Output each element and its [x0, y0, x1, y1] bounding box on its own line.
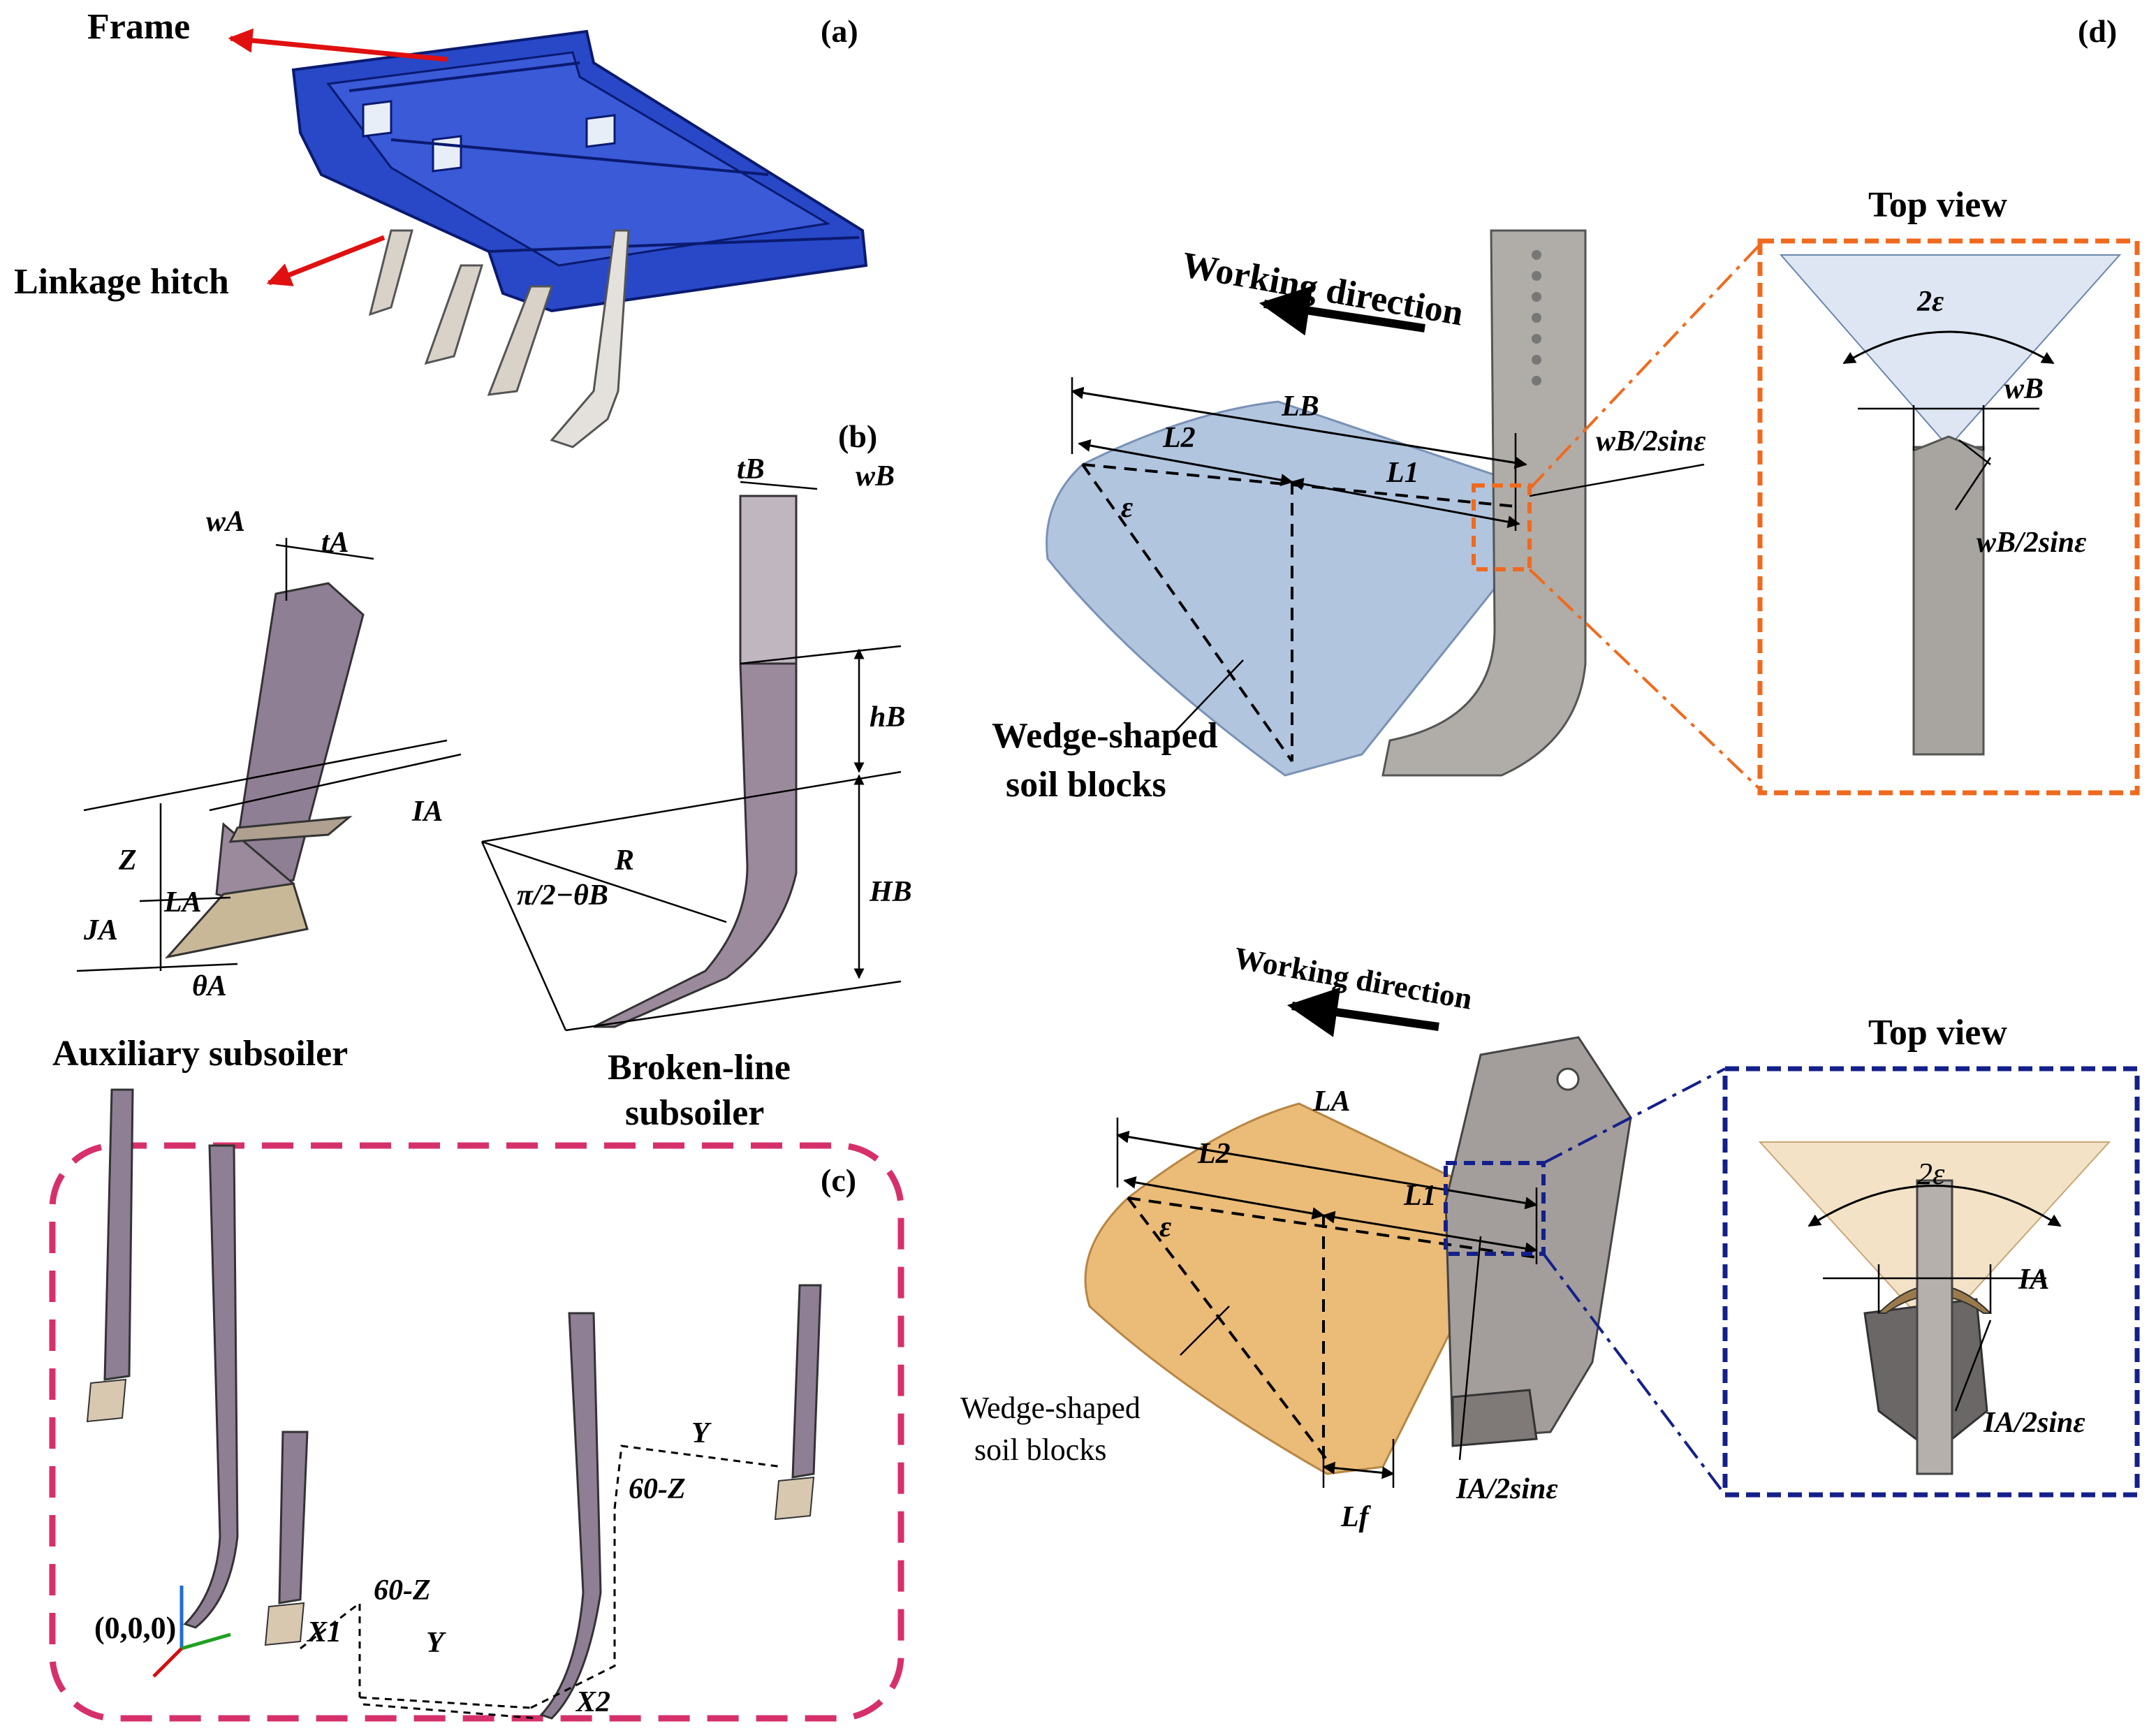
symbol-HB: HB	[869, 876, 912, 908]
frame-label: Frame	[87, 7, 190, 47]
bottom-LA: LA	[1312, 1085, 1351, 1118]
panel-c-label: (c)	[821, 1162, 856, 1198]
panel-c: (c) 60-Z X1 Y X2 60-Z Y	[49, 1088, 904, 1722]
panel-b: (b) wA tA IA Z LA JA θA Auxiliary subsoi…	[52, 418, 912, 1133]
broken-title-1: Broken-line	[608, 1048, 791, 1088]
bottom-wedge-2: soil blocks	[974, 1433, 1106, 1467]
bottom-eps: ε	[1159, 1211, 1171, 1243]
bottom-working-direction: Working direction	[1231, 941, 1474, 1016]
symbol-LA: LA	[163, 886, 202, 919]
broken-title-2: subsoiler	[625, 1093, 764, 1133]
top-working-direction: Working direction	[1179, 245, 1467, 334]
top-wB2sin: wB/2sinε	[1596, 425, 1706, 458]
coord-label-1: 60-Z	[374, 1574, 431, 1607]
coord-label-4: X2	[575, 1686, 610, 1718]
panel-a-label: (a)	[821, 13, 858, 49]
symbol-tB: tB	[737, 453, 765, 485]
hitch-label: Linkage hitch	[14, 262, 229, 302]
top-LB: LB	[1281, 390, 1319, 423]
coord-label-6: Y	[691, 1417, 712, 1449]
broken-line-subsoiler-drawing	[481, 481, 902, 1032]
top-view-orange	[1528, 238, 2140, 796]
top-wedge-drawing	[1046, 229, 1705, 777]
origin-label: (0,0,0)	[94, 1611, 176, 1645]
bottom-IA2sin: IA/2sinε	[1455, 1473, 1558, 1505]
frame-illustration	[291, 29, 868, 448]
symbol-tA: tA	[321, 527, 349, 559]
top-view-w2sin: wB/2sinε	[1977, 527, 2086, 559]
symbol-angle: π/2−θB	[517, 879, 608, 912]
panel-d: (d) Working direction LB L2 L1 ε	[960, 13, 2140, 1533]
top-view-box	[1757, 238, 2140, 796]
symbol-R: R	[614, 844, 634, 877]
top-L1: L1	[1386, 457, 1419, 489]
auxiliary-title: Auxiliary subsoiler	[52, 1034, 348, 1074]
top-L2: L2	[1162, 422, 1196, 454]
symbol-IA: IA	[411, 796, 443, 828]
coord-label-3: Y	[426, 1627, 446, 1659]
symbol-JA: JA	[83, 914, 118, 946]
top-view-title-2: Top view	[1868, 1013, 2007, 1053]
top-eps: ε	[1121, 492, 1133, 524]
top-view-i: IA	[2018, 1264, 2049, 1296]
auxiliary-subsoiler-drawing	[76, 538, 462, 972]
hitch-arrow	[266, 235, 386, 286]
symbol-wB: wB	[856, 460, 895, 492]
panel-c-shanks	[103, 1088, 822, 1720]
bottom-wedge-1: Wedge-shaped	[960, 1391, 1141, 1425]
top-view-angle-2: 2ε	[1917, 1157, 1945, 1191]
top-view-angle: 2ε	[1916, 286, 1944, 318]
panel-c-box	[49, 1142, 904, 1722]
panel-b-label: (b)	[838, 418, 877, 454]
frame-arrow	[228, 28, 448, 62]
axis-triad	[152, 1586, 231, 1678]
symbol-hB: hB	[870, 701, 905, 733]
top-view-title: Top view	[1868, 185, 2007, 225]
panel-a: (a) Frame Linkage hitch	[14, 7, 868, 448]
top-wedge-2: soil blocks	[1006, 765, 1166, 805]
bottom-L1: L1	[1403, 1180, 1437, 1212]
symbol-Z: Z	[118, 844, 137, 877]
top-view-w: wB	[2004, 373, 2044, 405]
top-view-i2sin: IA/2sinε	[1983, 1407, 2085, 1439]
coord-label-5: 60-Z	[629, 1473, 686, 1505]
panel-d-label: (d)	[2078, 13, 2117, 49]
bottom-L2: L2	[1197, 1138, 1231, 1170]
top-wedge-1: Wedge-shaped	[992, 716, 1218, 756]
bottom-wedge-drawing	[1084, 987, 1632, 1488]
bottom-Lf: Lf	[1340, 1501, 1372, 1533]
coord-label-2: X1	[306, 1616, 342, 1648]
symbol-thetaA: θA	[192, 970, 227, 1002]
symbol-wA: wA	[206, 506, 245, 538]
top-view-navy	[1542, 1066, 2140, 1498]
